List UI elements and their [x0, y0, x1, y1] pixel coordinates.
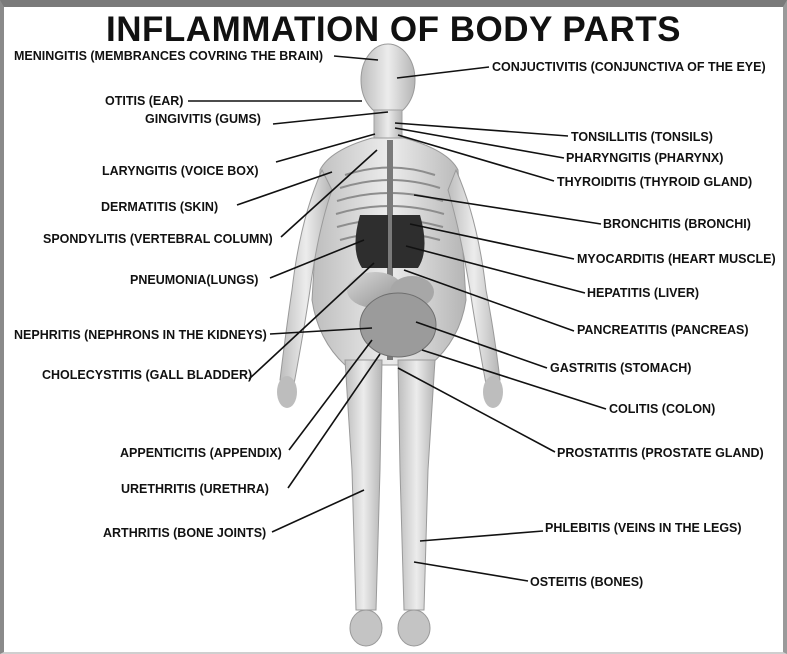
right-leg-shape: [398, 360, 435, 610]
leader-colitis: [422, 350, 606, 409]
leader-osteitis: [414, 562, 528, 581]
label-nephritis: NEPHRITIS (NEPHRONS IN THE KIDNEYS): [14, 328, 267, 342]
label-dermatitis: DERMATITIS (SKIN): [101, 200, 218, 214]
leader-gingivitis: [273, 112, 388, 124]
left-foot-shape: [350, 610, 382, 646]
label-pneumonia: PNEUMONIA(LUNGS): [130, 273, 258, 287]
label-colitis: COLITIS (COLON): [609, 402, 715, 416]
label-myocarditis: MYOCARDITIS (HEART MUSCLE): [577, 252, 776, 266]
label-arthritis: ARTHRITIS (BONE JOINTS): [103, 526, 266, 540]
label-pancreatitis: PANCREATITIS (PANCREAS): [577, 323, 749, 337]
label-pharyngitis: PHARYNGITIS (PHARYNX): [566, 151, 723, 165]
label-conjuctivitis: CONJUCTIVITIS (CONJUNCTIVA OF THE EYE): [492, 60, 766, 74]
leader-phlebitis: [420, 531, 543, 541]
label-meningitis: MENINGITIS (MEMBRANCES COVRING THE BRAIN…: [14, 49, 323, 63]
leader-arthritis: [272, 490, 364, 532]
label-appenticitis: APPENTICITIS (APPENDIX): [120, 446, 282, 460]
label-phlebitis: PHLEBITIS (VEINS IN THE LEGS): [545, 521, 742, 535]
leader-tonsillitis: [395, 123, 568, 136]
label-urethritis: URETHRITIS (URETHRA): [121, 482, 269, 496]
label-bronchitis: BRONCHITIS (BRONCHI): [603, 217, 751, 231]
neck-shape: [374, 110, 402, 140]
right-foot-shape: [398, 610, 430, 646]
label-laryngitis: LARYNGITIS (VOICE BOX): [102, 164, 259, 178]
label-osteitis: OSTEITIS (BONES): [530, 575, 643, 589]
head-shape: [361, 44, 415, 116]
left-hand-shape: [277, 376, 297, 408]
label-spondylitis: SPONDYLITIS (VERTEBRAL COLUMN): [43, 232, 273, 246]
label-otitis: OTITIS (EAR): [105, 94, 183, 108]
label-cholecystitis: CHOLECYSTITIS (GALL BLADDER): [42, 368, 252, 382]
label-thyroiditis: THYROIDITIS (THYROID GLAND): [557, 175, 752, 189]
label-hepatitis: HEPATITIS (LIVER): [587, 286, 699, 300]
label-tonsillitis: TONSILLITIS (TONSILS): [571, 130, 713, 144]
label-gingivitis: GINGIVITIS (GUMS): [145, 112, 261, 126]
label-gastritis: GASTRITIS (STOMACH): [550, 361, 691, 375]
label-prostatitis: PROSTATITIS (PROSTATE GLAND): [557, 446, 764, 460]
right-hand-shape: [483, 376, 503, 408]
